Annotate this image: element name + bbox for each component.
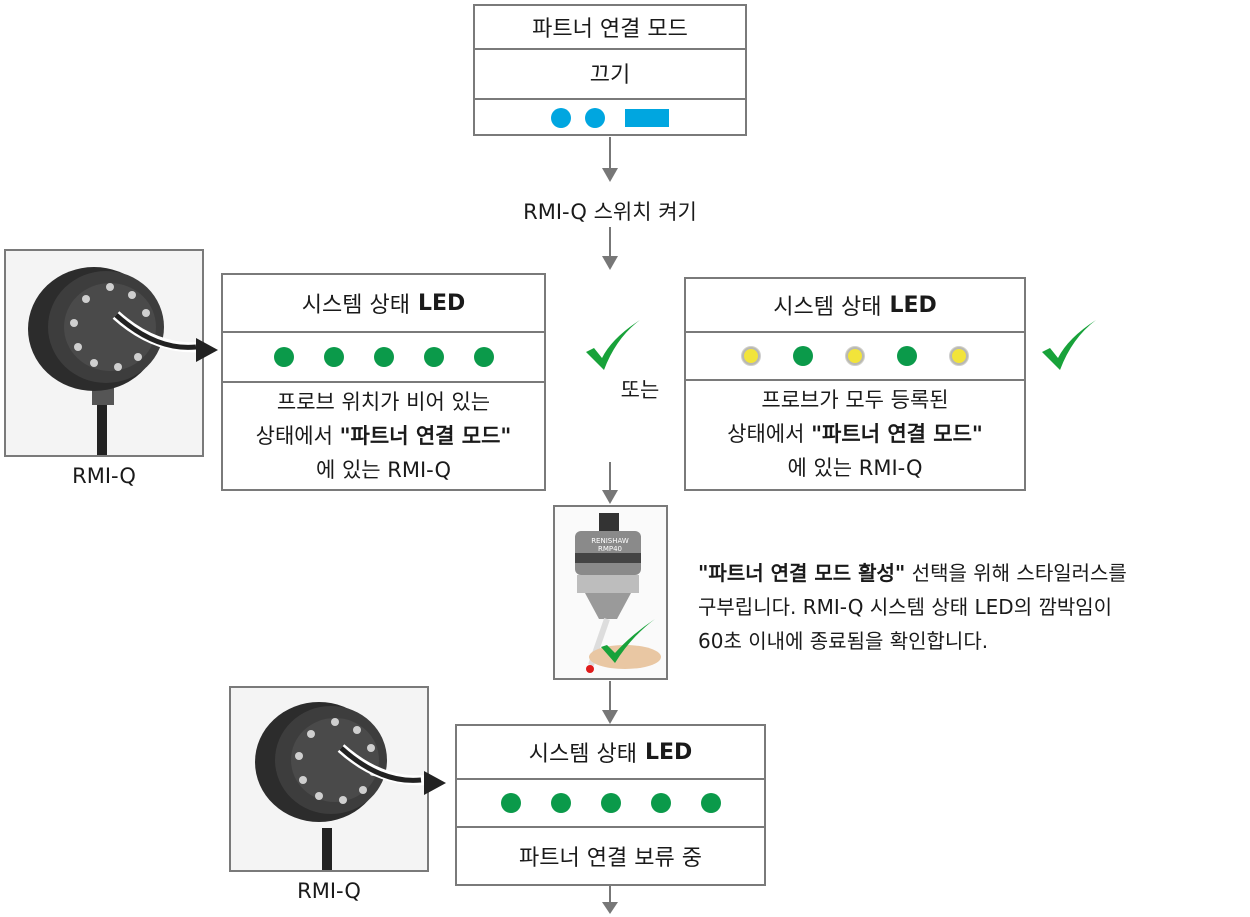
instruction-text: "파트너 연결 모드 활성" 선택을 위해 스타일러스를 구부립니다. RMI-… (698, 561, 1127, 653)
checkmark-icon (586, 320, 640, 370)
led-yellow-dot (741, 346, 761, 366)
led-green-dot (550, 793, 571, 813)
led-green-dot (473, 347, 494, 367)
rmi-q-label: RMI-Q (297, 879, 361, 903)
led-green-dot (650, 793, 671, 813)
led-green-dot (700, 793, 721, 813)
flow-arrow-head (602, 902, 618, 914)
led-blue-bar (625, 109, 669, 127)
rmi-q-photo (4, 249, 204, 457)
checkmark-icon (1042, 320, 1096, 370)
flow-arrow (609, 681, 611, 711)
flow-arrow-head (602, 168, 618, 182)
led-green-dot (897, 346, 917, 366)
switch-on-step: RMI-Q 스위치 켜기 (523, 200, 697, 224)
rmi-q-device-icon (28, 267, 202, 455)
rmi-q-photo (229, 686, 429, 872)
top-box-title: 파트너 연결 모드 (532, 17, 688, 42)
probe-model: RMP40 (597, 545, 623, 553)
led-green-dot (423, 347, 444, 367)
led-blue-dot (551, 108, 571, 128)
flow-arrow (609, 886, 611, 904)
flow-arrow-head (602, 256, 618, 270)
pointer-arrow-head (196, 338, 218, 362)
flow-arrow (609, 137, 611, 169)
pointer-arrow-head (424, 771, 446, 795)
rmi-q-device-icon (255, 702, 427, 870)
flow-arrow-head (602, 710, 618, 724)
flow-arrow-head (602, 490, 618, 504)
left-led-row (223, 333, 544, 381)
left-box-description: 프로브 위치가 비어 있는 상태에서 "파트너 연결 모드" 에 있는 RMI-… (255, 390, 512, 482)
flow-arrow (609, 227, 611, 257)
led-green-dot (500, 793, 521, 813)
bottom-led-row (457, 780, 764, 826)
top-box-subtitle: 끄기 (589, 63, 631, 88)
led-yellow-dot (845, 346, 865, 366)
led-green-dot (600, 793, 621, 813)
led-green-dot (793, 346, 813, 366)
probe-brand: RENISHAW (591, 537, 629, 545)
led-blue-dot (585, 108, 605, 128)
led-yellow-dot (949, 346, 969, 366)
right-led-row (686, 333, 1024, 379)
top-mode-box: 파트너 연결 모드 끄기 (473, 4, 747, 136)
or-label: 또는 (620, 378, 660, 402)
probe-icon (575, 513, 661, 673)
led-green-dot (373, 347, 394, 367)
top-led-row (475, 100, 745, 136)
led-green-dot (273, 347, 294, 367)
right-box-description: 프로브가 모두 등록된 상태에서 "파트너 연결 모드" 에 있는 RMI-Q (727, 388, 983, 480)
led-green-dot (323, 347, 344, 367)
rmi-q-label: RMI-Q (72, 464, 136, 488)
probe-photo: RENISHAW RMP40 (553, 505, 668, 680)
flow-arrow (609, 462, 611, 492)
bottom-box-status: 파트너 연결 보류 중 (519, 846, 702, 871)
